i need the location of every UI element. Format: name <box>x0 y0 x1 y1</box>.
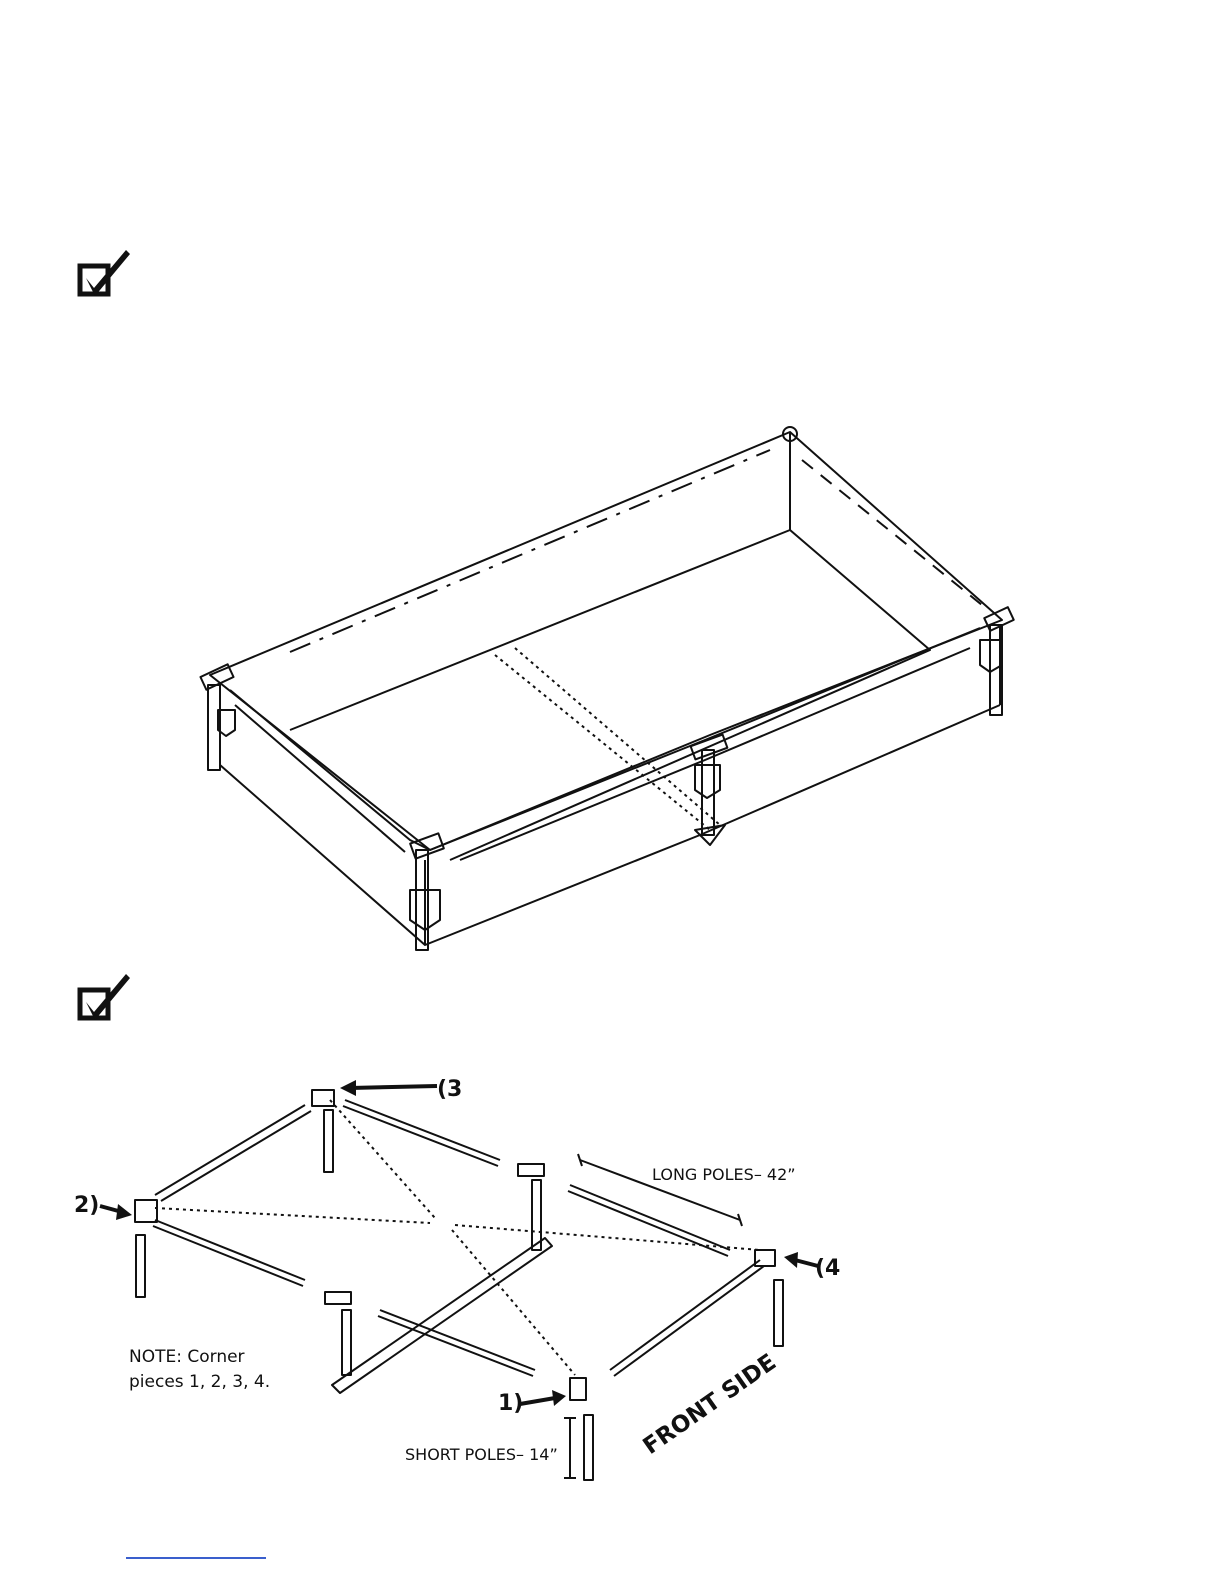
checkbox-check-icon <box>74 968 144 1028</box>
corner-label-1: 1) <box>498 1391 523 1416</box>
checkbox-check-icon <box>74 244 144 304</box>
short-poles-label: SHORT POLES– 14” <box>405 1445 558 1464</box>
frame-assembly-diagram: (3 2) (4 1) LONG POLES– 42” SHORT POLES–… <box>60 1060 880 1490</box>
long-poles-label: LONG POLES– 42” <box>652 1165 796 1184</box>
corner-label-2: 2) <box>74 1193 99 1218</box>
footer-link-underline[interactable] <box>126 1557 266 1559</box>
front-side-label: FRONT SIDE <box>639 1349 782 1460</box>
note-line-1: NOTE: Corner <box>129 1347 245 1367</box>
assembled-tank-illustration <box>190 420 1040 970</box>
corner-label-4: (4 <box>815 1256 840 1281</box>
corner-label-3: (3 <box>437 1077 462 1102</box>
note-line-2: pieces 1, 2, 3, 4. <box>129 1372 270 1392</box>
